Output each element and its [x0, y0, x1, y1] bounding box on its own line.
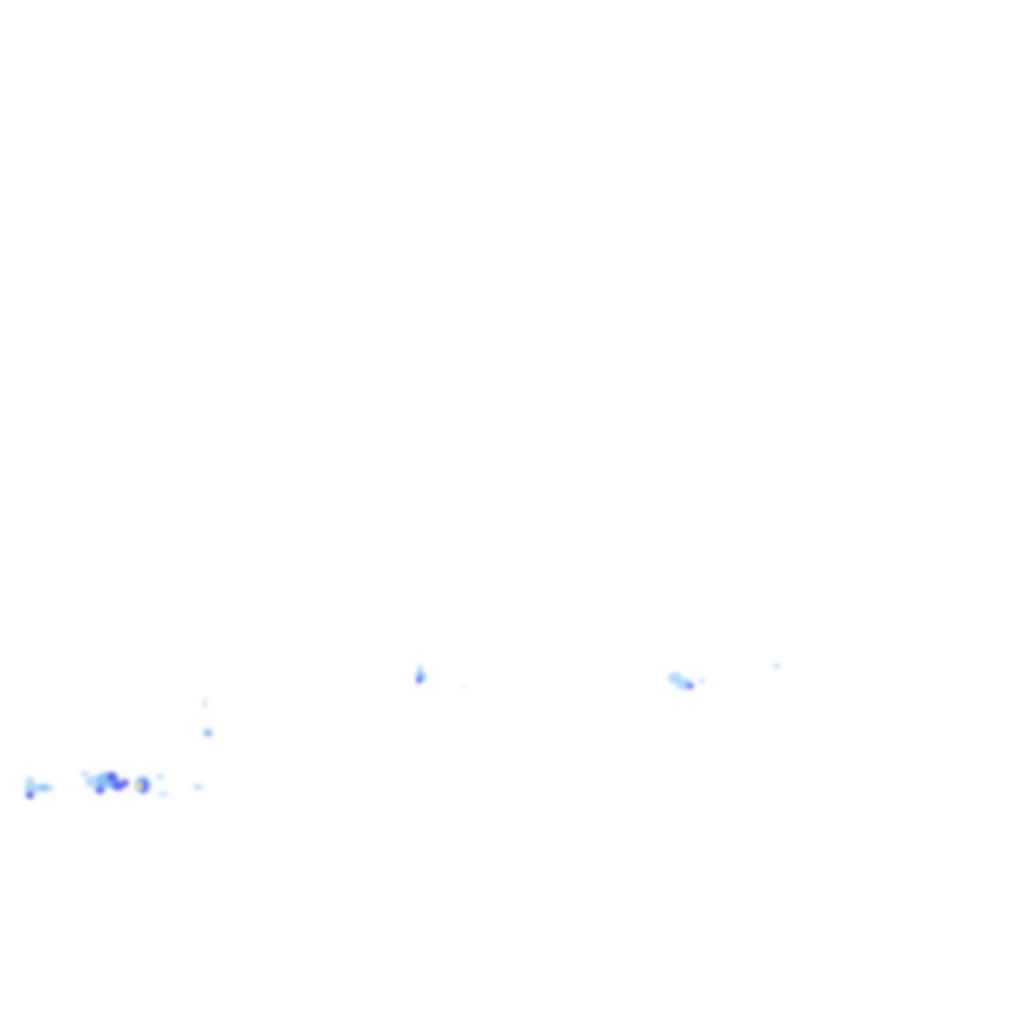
precipitation-cell-core — [137, 782, 143, 790]
precipitation-cell-heavy — [686, 683, 694, 689]
precipitation-cell-light — [26, 784, 54, 792]
precipitation-cell-light — [157, 774, 163, 780]
precipitation-cell-light — [462, 685, 466, 689]
precipitation-cell-light — [81, 771, 89, 777]
precipitation-cell-medium — [203, 729, 213, 737]
precipitation-cell-light — [193, 784, 203, 790]
precipitation-cell-heavy — [107, 772, 117, 782]
precipitation-cell-heavy — [416, 676, 422, 684]
precipitation-cell-light — [698, 679, 706, 683]
precipitation-cells — [25, 664, 781, 800]
precipitation-cell-heavy — [112, 781, 124, 791]
precipitation-cell-heavy — [95, 786, 105, 794]
precipitation-cell-medium — [40, 784, 48, 790]
precipitation-cell-heavy — [121, 779, 129, 787]
precipitation-cell-heavy — [26, 791, 34, 799]
precipitation-cell-light — [773, 664, 781, 668]
precipitation-cell-light — [158, 792, 168, 796]
precipitation-cell-light — [203, 698, 207, 708]
